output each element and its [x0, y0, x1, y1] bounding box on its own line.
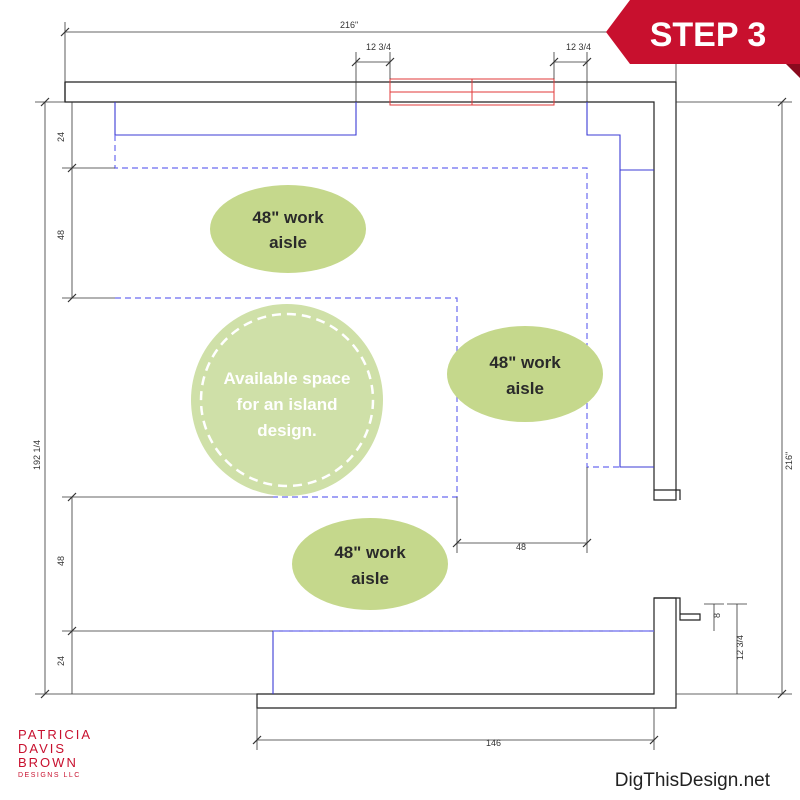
company-logo: PATRICIA DAVIS BROWN DESIGNS LLC [18, 728, 90, 781]
dim-center-aisle: 48 [516, 542, 526, 552]
dim-right-small-2: 12 3/4 [735, 635, 745, 660]
dim-top-left-window: 12 3/4 [366, 42, 391, 52]
upper-cabinet-left [114, 102, 357, 136]
logo-line4: DESIGNS LLC [18, 772, 81, 779]
counter-bottom [272, 630, 654, 694]
aisle-1-line1: 48" work [252, 208, 324, 227]
dim-top-overall: 216" [340, 20, 358, 30]
dim-left-aisle-bottom: 48 [56, 556, 66, 566]
aisle-2-line1: 48" work [489, 353, 561, 372]
dimension-lines [35, 22, 792, 750]
aisle-1-line2: aisle [269, 233, 307, 252]
aisle-oval-2: 48" work aisle [447, 326, 603, 422]
dimension-labels: 216" 12 3/4 12 3/4 24 48 192 1/4 48 24 2… [32, 20, 794, 748]
logo-line1: PATRICIA [18, 727, 93, 742]
window [389, 78, 555, 106]
aisle-2-line2: aisle [506, 379, 544, 398]
aisle-3-line2: aisle [351, 569, 389, 588]
site-url: DigThisDesign.net [614, 770, 770, 791]
bottom-wall [256, 597, 677, 709]
aisle-oval-3: 48" work aisle [292, 518, 448, 610]
aisle-oval-1: 48" work aisle [210, 185, 366, 273]
dim-bottom-overall: 146 [486, 738, 501, 748]
right-wall-stub-bottom [654, 597, 701, 621]
dim-right-overall: 216" [784, 452, 794, 470]
island-line3: design. [257, 421, 317, 440]
right-wall-stub-top [654, 489, 681, 500]
dim-top-right-window: 12 3/4 [566, 42, 591, 52]
dim-left-overall: 192 1/4 [32, 440, 42, 470]
dim-left-aisle-top: 48 [56, 230, 66, 240]
island-line1: Available space [224, 369, 351, 388]
island-circle: Available space for an island design. [191, 304, 383, 496]
banner-fold [786, 64, 800, 78]
step-banner: STEP 3 [606, 0, 800, 78]
counter-right [586, 102, 654, 468]
dim-left-top: 24 [56, 132, 66, 142]
step-label: STEP 3 [650, 16, 767, 54]
banner-shape [606, 0, 800, 64]
dim-left-bottom: 24 [56, 656, 66, 666]
logo-line2: DAVIS [18, 741, 67, 756]
aisle-3-line1: 48" work [334, 543, 406, 562]
top-counter-edge [114, 135, 620, 468]
island-line2: for an island [236, 395, 337, 414]
logo-line3: BROWN [18, 755, 78, 770]
dim-right-small-1: 8 [712, 613, 722, 618]
